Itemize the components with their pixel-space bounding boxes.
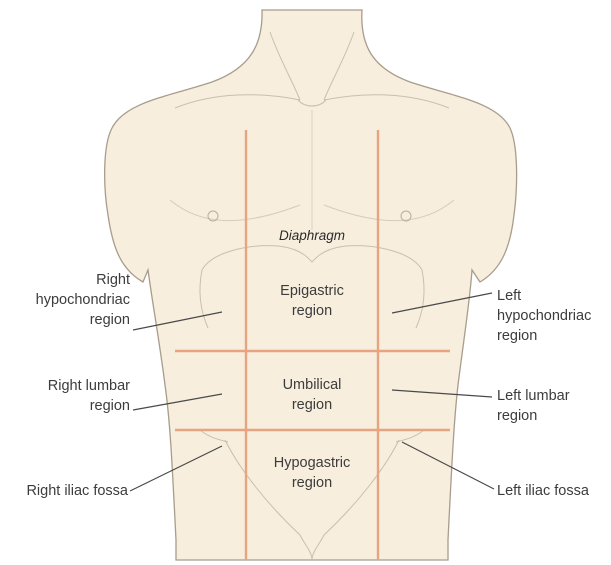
right-lumbar-label: Right lumbar region [2,376,130,416]
epigastric-region-label: Epigastric region [257,281,367,321]
right-iliac-fossa-label: Right iliac fossa [2,481,128,501]
hypogastric-region-label: Hypogastric region [252,453,372,493]
left-iliac-fossa-label: Left iliac fossa [497,481,609,501]
diaphragm-label: Diaphragm [262,226,362,246]
left-lumbar-label: Left lumbar region [497,386,609,426]
right-hypochondriac-label: Right hypochondriac region [2,270,130,330]
umbilical-region-label: Umbilical region [257,375,367,415]
left-hypochondriac-label: Left hypochondriac region [497,286,609,346]
